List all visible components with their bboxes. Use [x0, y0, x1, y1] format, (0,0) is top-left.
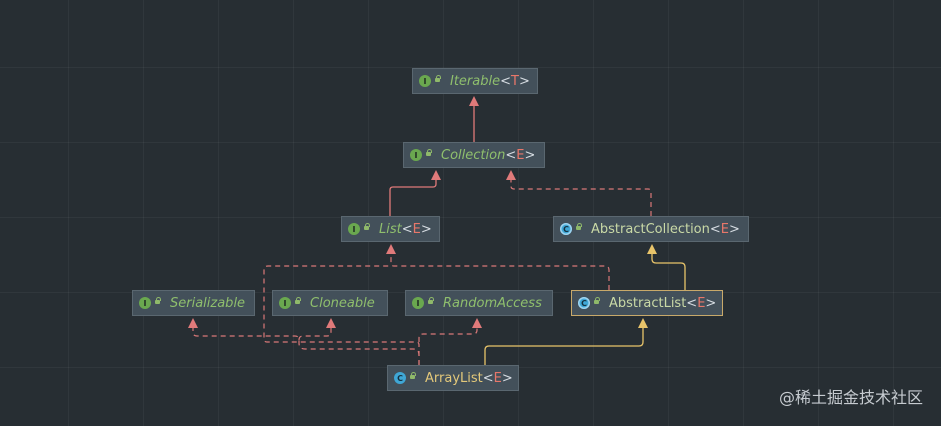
edge-arraylist-serializable	[192, 326, 420, 365]
node-name: ArrayList	[425, 370, 483, 386]
interface-icon: I	[348, 223, 360, 235]
node-cloneable[interactable]: I Cloneable	[272, 290, 388, 316]
arrow-head-collection-right	[506, 170, 516, 180]
arrow-head-abstractcollection	[647, 244, 657, 254]
abstract-class-icon: C	[578, 297, 590, 309]
edge-arraylist-cloneable	[298, 326, 332, 341]
public-lock-icon	[154, 297, 162, 307]
arrow-head-collection-left	[431, 170, 441, 180]
node-array-list[interactable]: C ArrayList<E>	[387, 365, 519, 391]
node-name: Serializable	[170, 295, 246, 311]
public-lock-icon	[425, 149, 433, 159]
public-lock-icon	[409, 372, 417, 382]
node-random-access[interactable]: I RandomAccess	[405, 290, 553, 316]
node-collection[interactable]: I Collection<E>	[403, 142, 545, 168]
node-serializable[interactable]: I Serializable	[132, 290, 255, 316]
node-name: AbstractCollection	[591, 221, 710, 237]
arrow-head-randomaccess	[472, 318, 482, 328]
public-lock-icon	[363, 223, 371, 233]
type-parameter: <E>	[686, 295, 717, 311]
interface-icon: I	[279, 297, 291, 309]
abstract-class-icon: C	[560, 223, 572, 235]
arrow-head-serializable	[188, 318, 198, 328]
type-parameter: <E>	[482, 370, 513, 386]
node-iterable[interactable]: I Iterable<T>	[412, 68, 538, 94]
arrow-head-list	[386, 244, 396, 254]
interface-icon: I	[410, 149, 422, 161]
interface-icon: I	[412, 297, 424, 309]
type-parameter: <T>	[500, 73, 530, 89]
watermark: @稀土掘金技术社区	[778, 388, 923, 407]
node-abstract-list[interactable]: C AbstractList<E>	[571, 290, 723, 316]
public-lock-icon	[427, 297, 435, 307]
arrow-head-cloneable	[326, 318, 336, 328]
node-name: RandomAccess	[443, 295, 542, 311]
arrow-head-abstractlist	[638, 318, 648, 328]
node-name: Collection	[441, 147, 506, 163]
type-parameter: <E>	[505, 147, 536, 163]
edge-arraylist-randomaccess	[418, 326, 478, 342]
node-name: AbstractList	[609, 295, 687, 311]
edge-abstractcollection-collection	[510, 178, 652, 216]
arrow-head-iterable	[469, 96, 479, 106]
edge-abstractlist-list	[390, 252, 610, 290]
edge-arraylist-list	[263, 265, 420, 365]
edge-arraylist-abstractlist	[484, 326, 644, 365]
edge-abstractlist-abstractcollection	[651, 252, 686, 290]
type-parameter: <E>	[401, 221, 432, 237]
node-abstract-collection[interactable]: C AbstractCollection<E>	[553, 216, 749, 242]
public-lock-icon	[434, 75, 442, 85]
node-name: Cloneable	[310, 295, 375, 311]
public-lock-icon	[593, 297, 601, 307]
interface-icon: I	[419, 75, 431, 87]
node-name: List	[379, 221, 402, 237]
edge-list-collection	[389, 178, 437, 216]
interface-icon: I	[139, 297, 151, 309]
public-lock-icon	[575, 223, 583, 233]
type-parameter: <E>	[709, 221, 740, 237]
node-name: Iterable	[450, 73, 501, 89]
public-lock-icon	[294, 297, 302, 307]
node-list[interactable]: I List<E>	[341, 216, 440, 242]
class-icon: C	[394, 372, 406, 384]
